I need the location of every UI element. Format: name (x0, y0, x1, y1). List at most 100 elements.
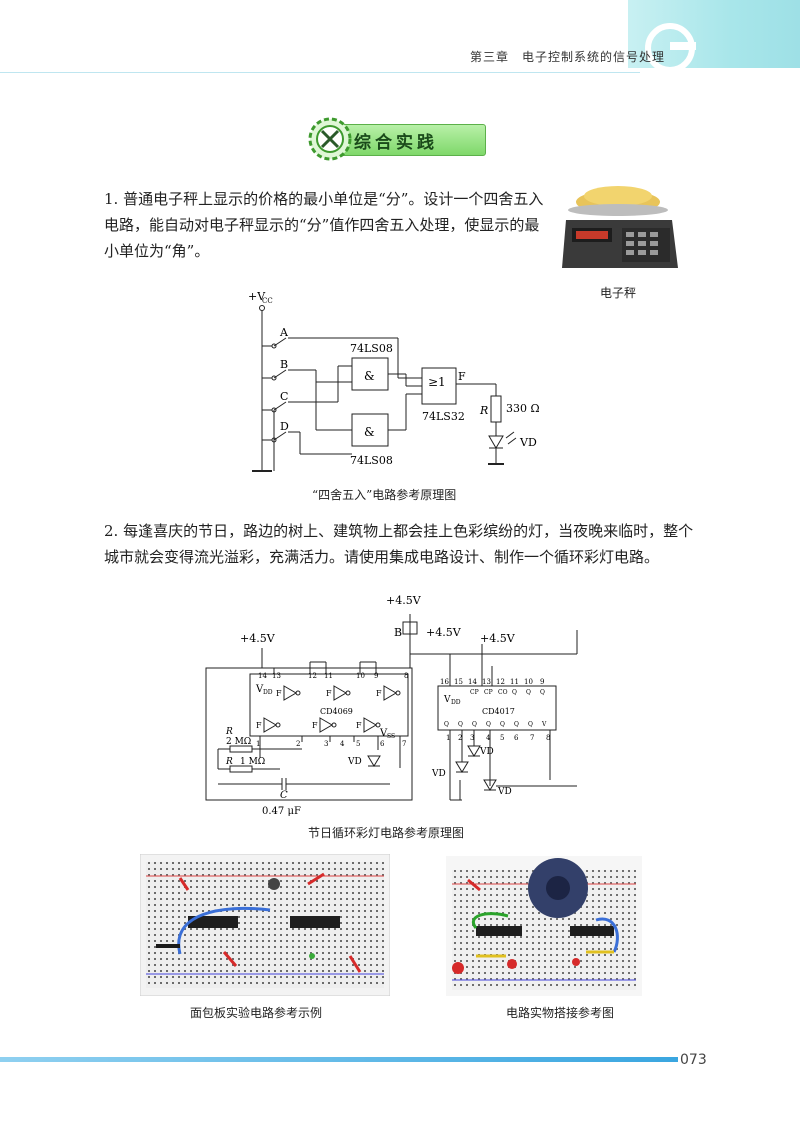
tools-gear-icon (308, 117, 352, 161)
r1-value-label: 2 MΩ (226, 737, 251, 747)
pin-label: 6 (380, 740, 385, 748)
pin-name: Q (526, 689, 531, 696)
header-corner-decoration (628, 0, 800, 73)
page-number: 073 (680, 1052, 707, 1068)
supply-top-label: +4.5V (386, 594, 422, 607)
assembled-photo-caption: 电路实物搭接参考图 (506, 1006, 615, 1020)
cd4069-vdd-sub: DD (263, 689, 273, 696)
pin-label: 10 (524, 678, 533, 686)
cd4069-top-pins: 14 13 12 11 10 9 8 (258, 672, 408, 680)
led-label: VD (519, 436, 537, 449)
cd4069-vss-sub: SS (387, 733, 395, 740)
rounding-circuit-diagram: +V CC A B C D 74LS08 & & 74LS08 ≥1 74LS3… (248, 290, 540, 472)
pin-label: 1 (256, 740, 260, 748)
output-f-label: F (458, 370, 466, 383)
gate-f1-label: F (256, 721, 262, 730)
pin-label: 9 (540, 678, 544, 686)
pin-label: 15 (454, 678, 463, 686)
gate-f6-label: F (276, 689, 282, 698)
item1-paragraph: 1. 普通电子秤上显示的价格的最小单位是“分”。设计一个四舍五入电路，能自动对电… (104, 190, 544, 260)
buzzer-label: B (394, 626, 402, 639)
pin-name: CP (484, 689, 493, 696)
cd4017-top-row-labels: CP CP CO Q Q Q (470, 689, 545, 696)
and-top-symbol: & (364, 369, 375, 383)
pin-label: 14 (468, 678, 477, 686)
electronic-scale-photo (560, 180, 680, 272)
section-badge: 综合实践 (304, 116, 488, 162)
section-title: 综合实践 (354, 133, 438, 153)
footer-bar (0, 1057, 678, 1062)
cd4069-chip-label: CD4069 (320, 707, 353, 716)
header-divider (0, 72, 640, 73)
pin-name: Q (486, 721, 491, 728)
pin-name: CP (470, 689, 479, 696)
supply-mid-label: +4.5V (426, 626, 462, 639)
cd4017-vdd-label: V (443, 695, 451, 705)
pin-label: 7 (402, 740, 406, 748)
and-bottom-symbol: & (364, 425, 375, 439)
pin-label: 3 (470, 734, 474, 742)
pin-label: 4 (486, 734, 491, 742)
cd4017-vdd-sub: DD (451, 699, 461, 706)
pin-label: 7 (530, 734, 534, 742)
vcc-sub-label: CC (262, 297, 273, 305)
gate-f3-label: F (356, 721, 362, 730)
breadboard-photo-caption: 面包板实验电路参考示例 (190, 1006, 323, 1020)
r2-value-label: 1 MΩ (240, 757, 265, 767)
and-top-chip-label: 74LS08 (350, 342, 393, 355)
led-vd1-label: VD (479, 747, 494, 757)
assembled-circuit-photo (446, 856, 642, 996)
gate-f4-label: F (376, 689, 382, 698)
r1-label: R (225, 727, 233, 737)
cd4017-bottom-row-labels: Q Q Q Q Q Q Q V (444, 721, 547, 728)
pin-name: Q (458, 721, 463, 728)
pin-name: Q (540, 689, 545, 696)
chapter-header: 第三章 电子控制系统的信号处理 (470, 50, 666, 64)
pin-name: Q (500, 721, 505, 728)
section-badge-bar (334, 124, 486, 156)
pin-label: 9 (374, 672, 378, 680)
scale-photo-caption: 电子秤 (600, 286, 637, 300)
pin-label: 11 (510, 678, 519, 686)
resistor-r-label: R (479, 404, 488, 417)
cd4017-top-pins: 16 15 14 13 12 11 10 9 (440, 678, 544, 686)
pin-name: Q (472, 721, 477, 728)
pin-name: Q (514, 721, 519, 728)
pin-label: 12 (496, 678, 505, 686)
item2-paragraph: 2. 每逢喜庆的节日，路边的树上、建筑物上都会挂上色彩缤纷的灯，当夜晚来临时，整… (104, 522, 694, 566)
vcc-label: +V (248, 290, 266, 303)
pin-label: 12 (308, 672, 317, 680)
cd4069-vdd-label: V (255, 684, 264, 695)
pin-label: 11 (324, 672, 333, 680)
pin-label: 13 (482, 678, 491, 686)
pin-label: 6 (514, 734, 519, 742)
pin-label: 4 (340, 740, 345, 748)
festival-diagram-caption: 节日循环彩灯电路参考原理图 (308, 826, 465, 840)
pin-label: 5 (356, 740, 360, 748)
switch-d-label: D (280, 420, 289, 433)
and-bottom-chip-label: 74LS08 (350, 454, 393, 467)
cd4017-chip-label: CD4017 (482, 707, 515, 716)
pin-label: 8 (546, 734, 550, 742)
led-vd2-label: VD (431, 769, 446, 779)
cd4069-bottom-pins: 1 2 3 4 5 6 7 (256, 740, 406, 748)
gate-f2-label: F (312, 721, 318, 730)
pin-label: 2 (296, 740, 300, 748)
switch-b-label: B (280, 358, 288, 371)
pin-label: 5 (500, 734, 504, 742)
pin-name: Q (528, 721, 533, 728)
pin-name: Q (444, 721, 449, 728)
pin-name: Q (512, 689, 517, 696)
pin-label: 13 (272, 672, 281, 680)
supply-right-label: +4.5V (480, 632, 516, 645)
cd4017-bottom-pins: 1 2 3 4 5 6 7 8 (446, 734, 550, 742)
resistor-value-label: 330 Ω (506, 402, 540, 415)
or-chip-label: 74LS32 (422, 410, 465, 423)
switch-a-label: A (279, 326, 289, 339)
led-vd3-label: VD (497, 787, 512, 797)
electronic-scale-image (562, 186, 678, 268)
pin-label: 14 (258, 672, 267, 680)
led-vd-label: VD (347, 757, 362, 767)
pin-label: 2 (458, 734, 462, 742)
pin-label: 8 (404, 672, 408, 680)
